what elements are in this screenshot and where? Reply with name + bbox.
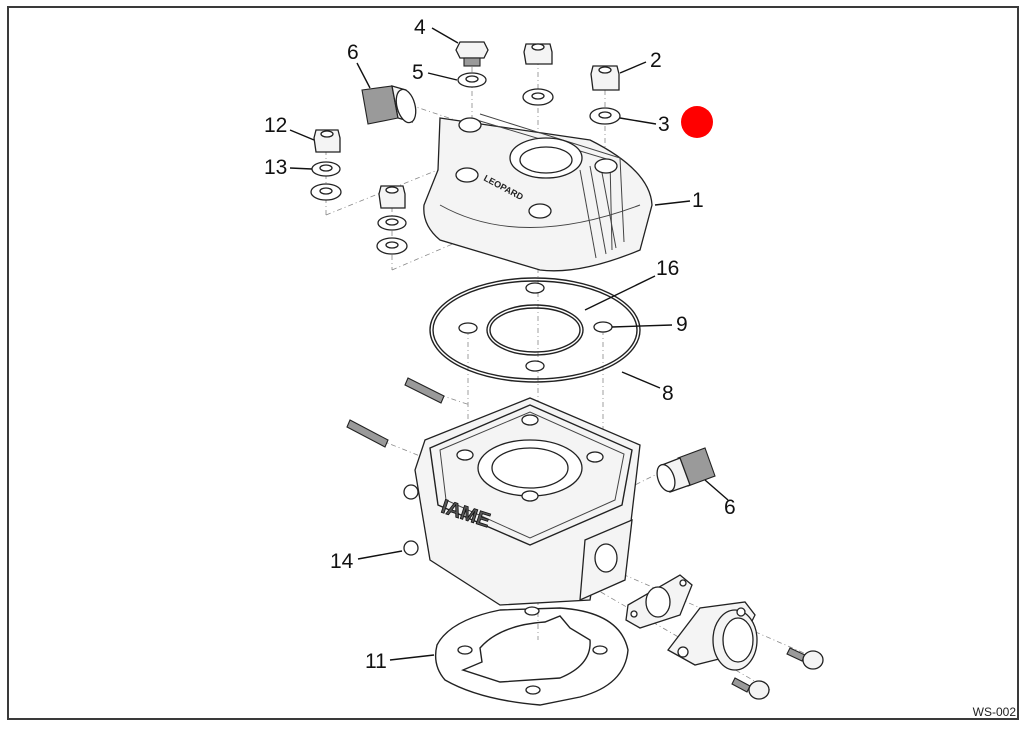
drawing-frame — [7, 6, 1019, 720]
nut-stack-left — [376, 185, 408, 255]
part-3-washer — [589, 107, 621, 125]
stud-lower — [346, 419, 389, 448]
callout-9: 9 — [676, 313, 688, 336]
bolt-upper — [786, 647, 824, 670]
callout-5: 5 — [412, 61, 424, 84]
part-4-plug — [455, 41, 489, 67]
part-13-washer — [310, 161, 342, 201]
marker-dot — [681, 106, 713, 138]
callout-11: 11 — [365, 650, 387, 673]
callout-6-top: 6 — [347, 41, 359, 64]
intake-gasket — [625, 574, 693, 629]
part-2-nut — [590, 65, 620, 91]
bolt-lower — [731, 677, 770, 700]
part-12-nut — [313, 129, 341, 153]
callout-14: 14 — [330, 550, 354, 573]
part-1-cylinder-head: LEOPARD — [423, 113, 653, 272]
part-8-head-gasket — [429, 277, 641, 383]
callout-8: 8 — [662, 382, 674, 405]
callout-2: 2 — [650, 49, 662, 72]
drawing-reference-code: WS-002 — [972, 705, 1016, 719]
callout-4: 4 — [414, 16, 426, 39]
nut-center — [522, 43, 554, 106]
callout-3: 3 — [658, 113, 670, 136]
callout-13: 13 — [264, 156, 288, 179]
leader-lines — [289, 27, 729, 661]
callout-1: 1 — [692, 189, 704, 212]
part-9-o-rings — [458, 282, 613, 372]
part-5-washer — [457, 72, 487, 88]
part-16-bore-ring — [486, 304, 584, 356]
callout-16: 16 — [656, 257, 680, 280]
part-6-fitting-right — [656, 447, 716, 493]
part-6-fitting-top — [361, 85, 417, 125]
callout-6-right: 6 — [724, 496, 736, 519]
callout-12: 12 — [264, 114, 288, 137]
part-14-cylinder: IAME — [403, 397, 641, 606]
intake-manifold — [667, 601, 758, 671]
stud-upper — [404, 377, 445, 404]
part-11-base-gasket — [434, 606, 629, 706]
